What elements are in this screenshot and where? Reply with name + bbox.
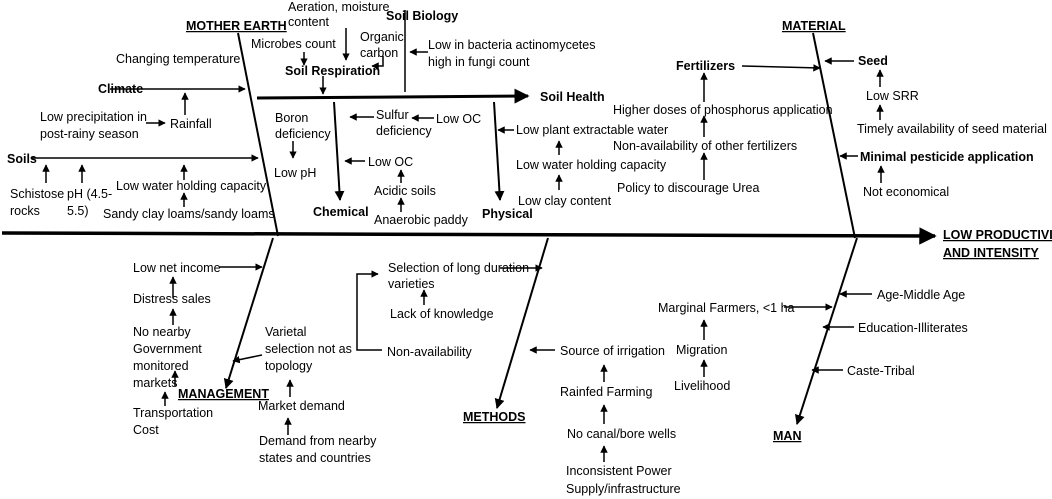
label-market-demand: Market demand [258,399,345,413]
label-varietal-2: selection not as [265,342,352,356]
bone-man [795,237,858,425]
management-connectors [161,263,294,435]
man-labels: Marginal Farmers, <1 ha Migration Liveli… [658,288,968,393]
label-soil-respiration: Soil Respiration [285,64,380,78]
label-low-whc-physical: Low water holding capacity [516,158,667,172]
label-physical: Physical [482,207,533,221]
label-boron-1: Boron [275,111,308,125]
label-livelihood: Livelihood [674,379,730,393]
label-anaerobic-paddy: Anaerobic paddy [374,213,469,227]
label-education: Education-Illiterates [858,321,968,335]
headers: LOW PRODUCTIVITY AND INTENSITY MOTHER EA… [178,19,1052,443]
category-man: MAN [773,429,801,443]
label-soil-biology: Soil Biology [386,9,458,23]
label-transportation-2: Cost [133,423,159,437]
label-low-srr: Low SRR [866,89,919,103]
label-inconsistent-1: Inconsistent Power [566,464,672,478]
man-connectors [700,290,872,377]
label-aeration-1: Aeration, moisture [288,0,389,14]
category-methods: METHODS [463,410,526,424]
category-management: MANAGEMENT [178,387,269,401]
mother-earth-labels: Changing temperature Climate Low precipi… [7,0,668,227]
label-no-nearby-1: No nearby [133,325,191,339]
label-climate: Climate [98,82,143,96]
label-distress-sales: Distress sales [133,292,211,306]
mother-earth-connectors [32,10,563,212]
label-higher-doses: Higher doses of phosphorus application [613,103,833,117]
label-minimal-pesticide: Minimal pesticide application [860,150,1034,164]
label-inconsistent-2: Supply/infrastructure [566,482,681,496]
label-changing-temperature: Changing temperature [116,52,240,66]
label-ph-1: pH (4.5- [67,187,112,201]
label-no-canal: No canal/bore wells [567,427,676,441]
label-not-economical: Not economical [863,185,949,199]
bone-material [812,32,856,239]
label-organic-1: Organic [360,30,404,44]
label-low-net-income: Low net income [133,261,221,275]
label-migration: Migration [676,343,727,357]
bone-mother-earth [237,32,279,237]
label-caste: Caste-Tribal [847,364,915,378]
label-low-bacteria-1: Low in bacteria actinomycetes [428,38,595,52]
effect-label-line1: LOW PRODUCTIVITY [943,228,1052,242]
methods-labels: Selection of long duration varieties Lac… [387,261,681,496]
label-low-water-holding: Low water holding capacity [116,179,267,193]
label-demand-nearby-1: Demand from nearby [259,434,377,448]
label-seed: Seed [858,54,888,68]
label-low-oc-2: Low OC [368,155,413,169]
material-labels: Fertilizers Seed Higher doses of phospho… [613,54,1047,199]
effect-label-line2: AND INTENSITY [943,246,1040,260]
label-varietal-1: Varietal [265,325,306,339]
label-age: Age-Middle Age [877,288,965,302]
material-connectors [700,57,885,183]
label-sulfur-2: deficiency [376,124,432,138]
label-microbes-count: Microbes count [251,37,336,51]
label-soil-health: Soil Health [540,90,605,104]
label-organic-2: carbon [360,46,398,60]
label-no-nearby-3: monitored [133,359,189,373]
category-material: MATERIAL [782,19,846,33]
label-non-availability: Non-availability [387,345,473,359]
label-low-precipitation-1: Low precipitation in [40,110,147,124]
label-source-irrigation: Source of irrigation [560,344,665,358]
label-varietal-3: topology [265,359,313,373]
label-selection-1: Selection of long duration [388,261,529,275]
label-policy-urea: Policy to discourage Urea [617,181,759,195]
label-no-nearby-2: Government [133,342,202,356]
label-low-oc-1: Low OC [436,112,481,126]
label-acidic-soils: Acidic soils [374,184,436,198]
management-labels: Low net income Distress sales No nearby … [133,261,377,465]
label-transportation-1: Transportation [133,406,213,420]
label-low-ph: Low pH [274,166,316,180]
label-low-precipitation-2: post-rainy season [40,127,139,141]
label-boron-2: deficiency [275,127,331,141]
label-low-plant-water: Low plant extractable water [516,123,668,137]
label-chemical: Chemical [313,205,369,219]
label-low-clay: Low clay content [518,194,612,208]
label-schistose-2: rocks [10,204,40,218]
label-sandy-clay: Sandy clay loams/sandy loams [103,207,275,221]
label-sulfur-1: Sulfur [376,108,409,122]
label-timely-seed: Timely availability of seed material [857,122,1047,136]
methods-connectors [356,264,608,462]
label-aeration-2: content [288,15,330,29]
label-schistose-1: Schistose [10,187,64,201]
label-demand-nearby-2: states and countries [259,451,371,465]
label-rainfed-farming: Rainfed Farming [560,385,652,399]
label-low-bacteria-2: high in fungi count [428,55,530,69]
label-selection-2: varieties [388,277,435,291]
category-mother-earth: MOTHER EARTH [186,19,287,33]
label-soils: Soils [7,152,37,166]
label-marginal-farmers: Marginal Farmers, <1 ha [658,301,795,315]
label-lack-knowledge: Lack of knowledge [390,307,494,321]
label-no-nearby-4: markets [133,376,177,390]
label-fertilizers: Fertilizers [676,59,735,73]
label-rainfall: Rainfall [170,117,212,131]
label-ph-2: 5.5) [67,204,89,218]
label-non-availability-fertilizers: Non-availability of other fertilizers [613,139,797,153]
main-spine-arrow [1,227,937,245]
